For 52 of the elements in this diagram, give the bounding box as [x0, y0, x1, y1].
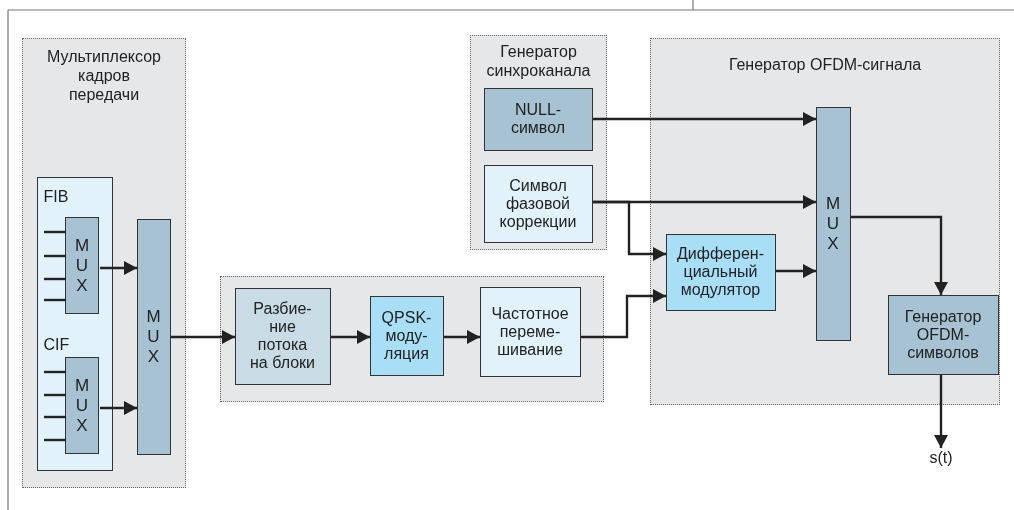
- process-box: [887, 294, 999, 375]
- box-label: Разбие- ние потока на блоки: [249, 300, 316, 372]
- box-label: Символ фазовой коррекции: [498, 176, 578, 231]
- box-label: Дифферен- циальный модулятор: [676, 245, 765, 299]
- arrow: [444, 330, 480, 344]
- process-box: [234, 287, 331, 385]
- arrow: [851, 215, 948, 295]
- group-title: Генератор OFDM-сигнала: [727, 55, 923, 74]
- box-label: Генератор OFDM- символов: [903, 307, 983, 362]
- box-label: MUX: [145, 306, 162, 367]
- box-label: MUX: [73, 235, 91, 296]
- box-label: FIB: [43, 187, 69, 206]
- multiplexer-block: [815, 106, 851, 341]
- arrow: [100, 401, 137, 415]
- input-line: [44, 298, 66, 302]
- input-line: [44, 370, 66, 374]
- input-line: [44, 415, 66, 419]
- multiplexer-block: [65, 357, 99, 454]
- input-line: [44, 230, 66, 234]
- dotted-group-panel: [470, 35, 607, 250]
- process-box: [665, 233, 776, 311]
- box-label: QPSK- моду- ляция: [380, 308, 433, 363]
- signal-label: s(t): [927, 448, 955, 468]
- arrow: [934, 375, 948, 448]
- input-line: [44, 254, 66, 258]
- group-title: Генератор синхроканала: [485, 42, 592, 80]
- arrow: [100, 261, 137, 275]
- box-label: Частотное переме- шивание: [490, 304, 570, 359]
- process-box: [483, 164, 593, 243]
- process-box: [479, 286, 581, 377]
- arrow: [776, 264, 816, 278]
- box-label: MUX: [73, 375, 91, 436]
- data-source-box: [36, 176, 113, 471]
- dotted-group-panel: [650, 38, 1000, 405]
- input-line: [44, 438, 66, 442]
- group-title: Мультиплексор кадров передачи: [46, 47, 162, 104]
- dotted-group-panel: [220, 276, 604, 402]
- arrow: [171, 330, 235, 344]
- input-line: [44, 277, 66, 281]
- box-label: MUX: [824, 193, 842, 254]
- multiplexer-block: [136, 218, 171, 455]
- arrow: [593, 112, 816, 126]
- input-line: [44, 393, 66, 397]
- box-label: CIF: [43, 335, 70, 354]
- process-box: [483, 87, 593, 151]
- dotted-group-panel: [22, 38, 186, 488]
- arrow: [581, 289, 666, 339]
- process-box: [369, 295, 444, 376]
- box-label: NULL- символ: [509, 101, 567, 137]
- arrow: [331, 330, 370, 344]
- multiplexer-block: [65, 217, 99, 314]
- arrow: [593, 200, 666, 261]
